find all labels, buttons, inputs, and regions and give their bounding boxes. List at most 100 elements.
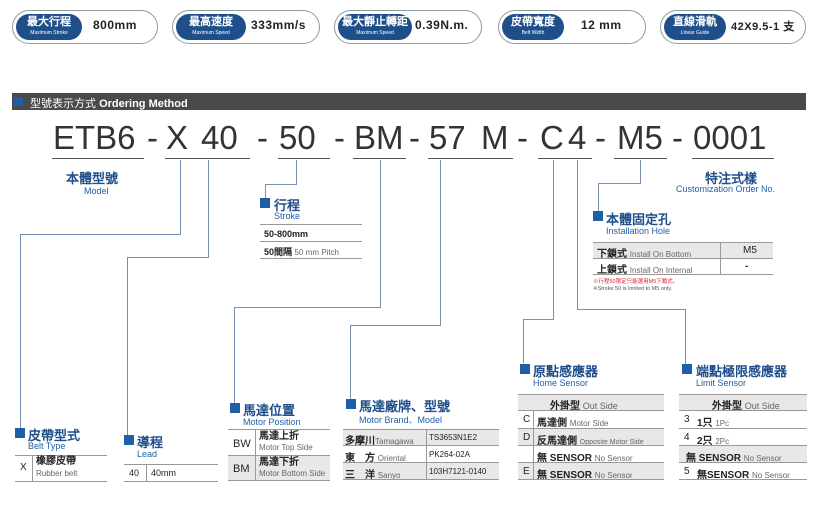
connector-limit-v2: [685, 309, 686, 365]
limit-row-3-en: 1Pc: [715, 419, 730, 428]
limit-row-3-zh: 1只: [697, 418, 713, 429]
home-row-d-en: Opposite Motor Side: [579, 439, 644, 446]
code-home-sensor: C: [540, 119, 564, 156]
underline-m5: [614, 158, 667, 159]
pos-row-bm-code: BM: [233, 463, 250, 475]
spec-label-en: Linear Guide: [680, 30, 710, 36]
connector-home-v2: [523, 319, 524, 363]
brand-row-tamagawa-model: TS3653N1E2: [429, 433, 478, 442]
home-header-en: Out Side: [582, 401, 618, 411]
brand-row-oriental: 東 方 Oriental: [345, 449, 406, 464]
home-row-e-zh: 無 SENSOR: [537, 470, 593, 481]
section-title: 型號表示方式 Ordering Method: [30, 95, 188, 111]
motor-position-title-en: Motor Position: [243, 417, 301, 427]
spec-label-zh: 最大行程: [27, 16, 71, 28]
pos-row-bm-en: Motor Bottom Side: [259, 469, 326, 478]
connector-brand-v2: [350, 325, 351, 400]
limit-header-en: Out Side: [744, 401, 780, 411]
pos-rule-2: [228, 480, 330, 481]
code-hole: M5: [617, 119, 663, 156]
limit-rule-0: [679, 394, 807, 395]
hole-col-divider: [720, 242, 721, 274]
spec-label-zh: 最高速度: [189, 16, 233, 28]
limit-sensor-header: 外掛型 Out Side: [712, 397, 780, 412]
limit-row-5-en: No Sensor: [752, 471, 790, 480]
limit-row-4-zh: 2只: [697, 436, 713, 447]
belt-value-zh: 橡膠皮帶: [36, 456, 76, 467]
spec-value: 12 mm: [581, 18, 622, 32]
home-rule-2: [518, 428, 664, 429]
underline-custom: [692, 158, 774, 159]
underline-model: [52, 158, 144, 159]
belt-type-title-en: Belt Type: [28, 441, 66, 451]
motor-brand-bullet: [346, 399, 356, 409]
connector-belt-h: [20, 234, 181, 235]
code-motor-m: M: [481, 119, 509, 156]
hole-title: 本體固定孔: [606, 212, 672, 227]
custom-caption-en: Customization Order No.: [676, 184, 776, 194]
hole-bullet: [593, 211, 603, 221]
hole-row-internal-en: Install On Internal: [629, 266, 693, 275]
connector-pos-v1: [380, 160, 381, 308]
hole-row-bottom-en: Install On Bottom: [629, 250, 692, 259]
underline-bm: [353, 158, 406, 159]
connector-hole-v2: [598, 183, 599, 211]
stroke-range: 50-800mm: [264, 229, 309, 239]
limit-row-none: 無 SENSOR No Sensor: [686, 449, 782, 464]
stroke-rule-top: [260, 224, 362, 225]
connector-home-h: [523, 319, 554, 320]
stroke-title-en: Stroke: [274, 211, 301, 221]
lead-rule-0: [124, 464, 218, 465]
connector-lead-h: [127, 257, 209, 258]
motor-brand-title-en: Motor Brand、Model: [359, 415, 443, 425]
motor-position-title: 馬達位置: [243, 403, 296, 418]
brand-rule-2: [343, 462, 499, 463]
belt-rule-0: [15, 455, 107, 456]
connector-home-v1: [553, 160, 554, 320]
connector-brand-v1: [440, 160, 441, 326]
home-rule-1: [518, 410, 664, 411]
lead-col-divider: [146, 464, 147, 481]
pos-row-bm-zh: 馬達下折: [259, 457, 299, 468]
stroke-pitch-zh: 50間隔: [264, 247, 293, 257]
spec-value: 333mm/s: [251, 18, 306, 32]
home-col-divider: [533, 410, 534, 479]
pos-row-bw-en: Motor Top Side: [259, 443, 313, 452]
brand-rule-1: [343, 445, 499, 446]
model-caption-en: Model: [84, 186, 109, 196]
lead-rule-1: [124, 481, 218, 482]
brand-row-tamagawa: 多摩川Tamagawa: [345, 432, 414, 447]
pos-row-bm-bg: [228, 456, 330, 480]
stroke-title: 行程: [274, 198, 301, 213]
brand-rule-0: [343, 429, 499, 430]
underline-57m: [428, 158, 513, 159]
connector-belt-v2: [20, 234, 21, 430]
brand-row-oriental-en: Oriental: [377, 454, 406, 463]
home-row-c-code: C: [523, 414, 531, 425]
pos-rule-0: [228, 429, 330, 430]
hole-title-en: Installation Hole: [606, 226, 671, 236]
stroke-bullet: [260, 198, 270, 208]
limit-row-none-zh: 無 SENSOR: [686, 453, 742, 464]
belt-rule-1: [15, 481, 107, 482]
home-row-c: 馬達側 Motor Side: [537, 414, 608, 429]
underline-stroke: [278, 158, 330, 159]
hole-note-zh: ※行程50限定只能選用M5下鎖式。: [593, 279, 679, 285]
spec-value: 42X9.5-1 支: [731, 21, 795, 33]
connector-hole-h: [598, 183, 641, 184]
limit-row-5: 無SENSOR No Sensor: [697, 466, 790, 481]
home-row-none-zh: 無 SENSOR: [537, 453, 593, 464]
hole-rule-top: [593, 242, 773, 243]
hole-row-internal: 上鎖式 Install On Internal: [597, 261, 692, 276]
hole-row-internal-val: -: [745, 261, 749, 272]
code-motor-position: BM: [354, 119, 404, 156]
stroke-pitch-en: 50 mm Pitch: [294, 248, 339, 257]
brand-row-tamagawa-zh: 多摩川: [345, 436, 375, 447]
